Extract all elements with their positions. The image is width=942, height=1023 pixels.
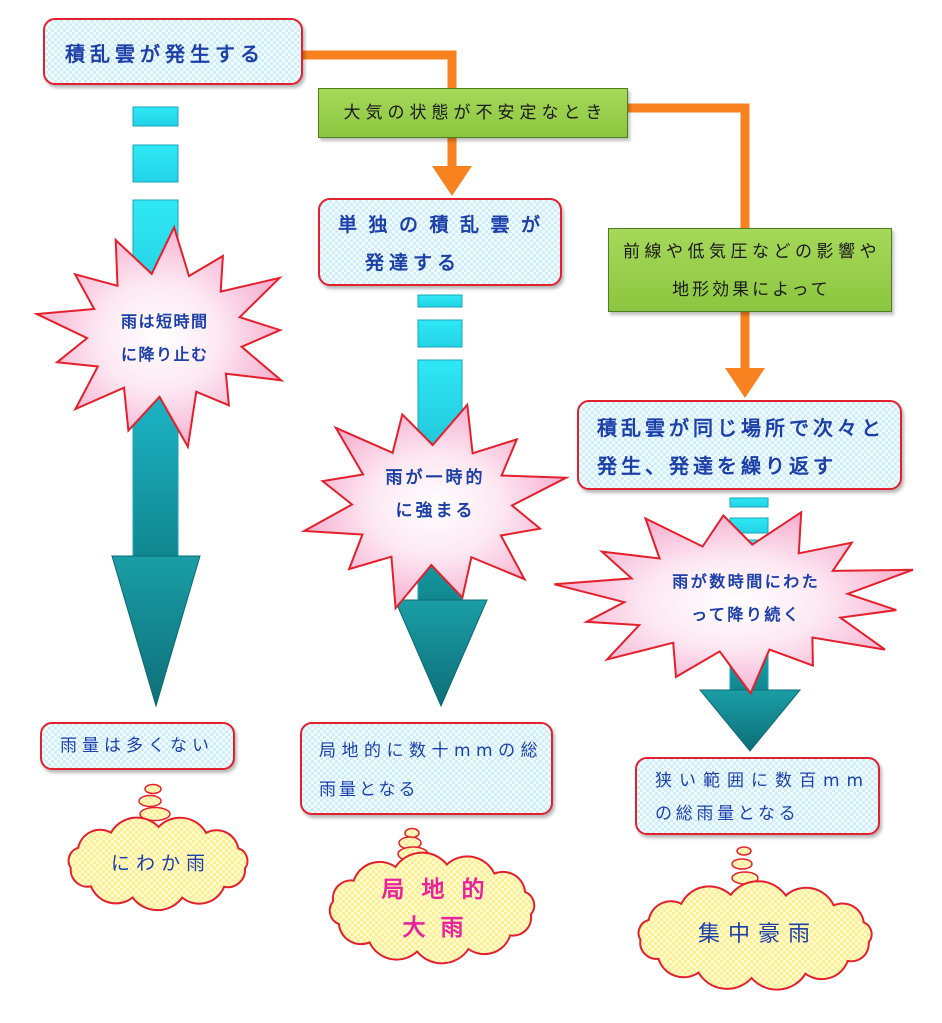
thought-bubbles-right xyxy=(731,846,759,885)
thought-bubbles-left xyxy=(138,783,171,822)
box-total-tens-line-1: 局地的に数十mmの総 xyxy=(319,741,544,761)
box-total-small-text: 雨量は多くない xyxy=(60,736,214,756)
starburst-prolonged-rain xyxy=(554,510,914,696)
box-cumulonimbus-forms-text: 積乱雲が発生する xyxy=(65,42,265,66)
starburst-temporary-line-2: に強まる xyxy=(395,501,476,521)
cloud-label-torrential-rain: 集中豪雨 xyxy=(690,916,818,948)
bubble-small xyxy=(736,846,752,856)
starburst-temporary-line-1: 雨が一時的 xyxy=(385,468,486,488)
cloud-shower xyxy=(67,816,249,912)
bubble-medium xyxy=(731,858,753,870)
arrow-right-segment-1 xyxy=(729,497,769,508)
condition-front-line-1: 前線や低気圧などの影響や xyxy=(623,242,881,262)
starburst-short-line-1: 雨は短時間 xyxy=(120,312,209,331)
cloud-localized-line-1: 局地的 xyxy=(381,877,502,903)
bubble-large xyxy=(139,806,171,822)
box-single-cell-line-1: 単独の積乱雲が xyxy=(338,214,552,236)
arrow-left-segment-1 xyxy=(132,106,179,127)
condition-unstable-atmosphere: 大気の状態が不安定なとき xyxy=(318,88,628,138)
condition-front-line-2: 地形効果によって xyxy=(672,280,831,300)
box-cumulonimbus-forms: 積乱雲が発生する xyxy=(43,18,303,85)
arrow-middle-segment-2 xyxy=(417,319,463,348)
condition-unstable-text: 大気の状態が不安定なとき xyxy=(343,103,608,123)
starburst-prolonged-line-1: 雨が数時間にわた xyxy=(672,572,821,591)
box-total-tens-line-2: 雨量となる xyxy=(319,780,419,800)
starburst-temporary-rain xyxy=(300,402,571,611)
box-single-cell-develops: 単独の積乱雲が 発達する xyxy=(318,198,562,286)
box-repeated-cells: 積乱雲が同じ場所で次々と 発生、発達を繰り返す xyxy=(577,400,902,490)
connector-arrowhead-single-cell xyxy=(432,166,472,196)
arrow-right-head xyxy=(698,689,802,752)
cloud-torrential-rain xyxy=(637,880,873,991)
starburst-label-short-rain: 雨は短時間 に降り止む xyxy=(119,305,208,371)
box-repeated-cells-line-1: 積乱雲が同じ場所で次々と xyxy=(597,416,885,440)
cloud-localized-heavy-rain xyxy=(328,851,536,965)
box-total-hundreds-mm: 狭い範囲に数百mm の総雨量となる xyxy=(635,757,880,835)
arrow-left-head xyxy=(111,555,201,708)
arrow-middle-head xyxy=(394,599,488,708)
cloud-label-localized-heavy-rain: 局地的 大雨 xyxy=(365,871,502,947)
arrow-left-segment-2 xyxy=(132,144,179,183)
box-total-hundreds-line-2: の総雨量となる xyxy=(655,804,800,824)
starburst-short-rain xyxy=(33,224,285,450)
starburst-prolonged-line-2: って降り続く xyxy=(691,605,802,624)
starburst-label-temporary-rain: 雨が一時的 に強まる xyxy=(383,462,486,528)
cloud-shower-text: にわか雨 xyxy=(110,852,212,875)
box-total-small: 雨量は多くない xyxy=(40,722,235,770)
bubble-small xyxy=(144,783,162,795)
box-total-tens-mm: 局地的に数十mmの総 雨量となる xyxy=(300,722,553,815)
cloud-torrential-text: 集中豪雨 xyxy=(697,922,819,947)
starburst-short-line-2: に降り止む xyxy=(120,345,209,364)
condition-front-terrain: 前線や低気圧などの影響や 地形効果によって xyxy=(608,228,892,312)
arrow-middle-segment-1 xyxy=(417,294,463,308)
box-single-cell-line-2: 発達する xyxy=(365,252,462,274)
cloud-label-shower: にわか雨 xyxy=(105,849,211,876)
box-total-hundreds-line-1: 狭い範囲に数百mm xyxy=(655,771,871,791)
bubble-small xyxy=(404,827,420,839)
connector-unstable-to-front xyxy=(628,103,750,232)
bubble-medium xyxy=(138,794,162,808)
cloud-localized-line-2: 大雨 xyxy=(402,915,479,941)
box-repeated-cells-line-2: 発生、発達を繰り返す xyxy=(597,454,837,478)
connector-arrowhead-repeated xyxy=(725,368,765,398)
starburst-label-prolonged-rain: 雨が数時間にわた って降り続く xyxy=(670,565,821,631)
